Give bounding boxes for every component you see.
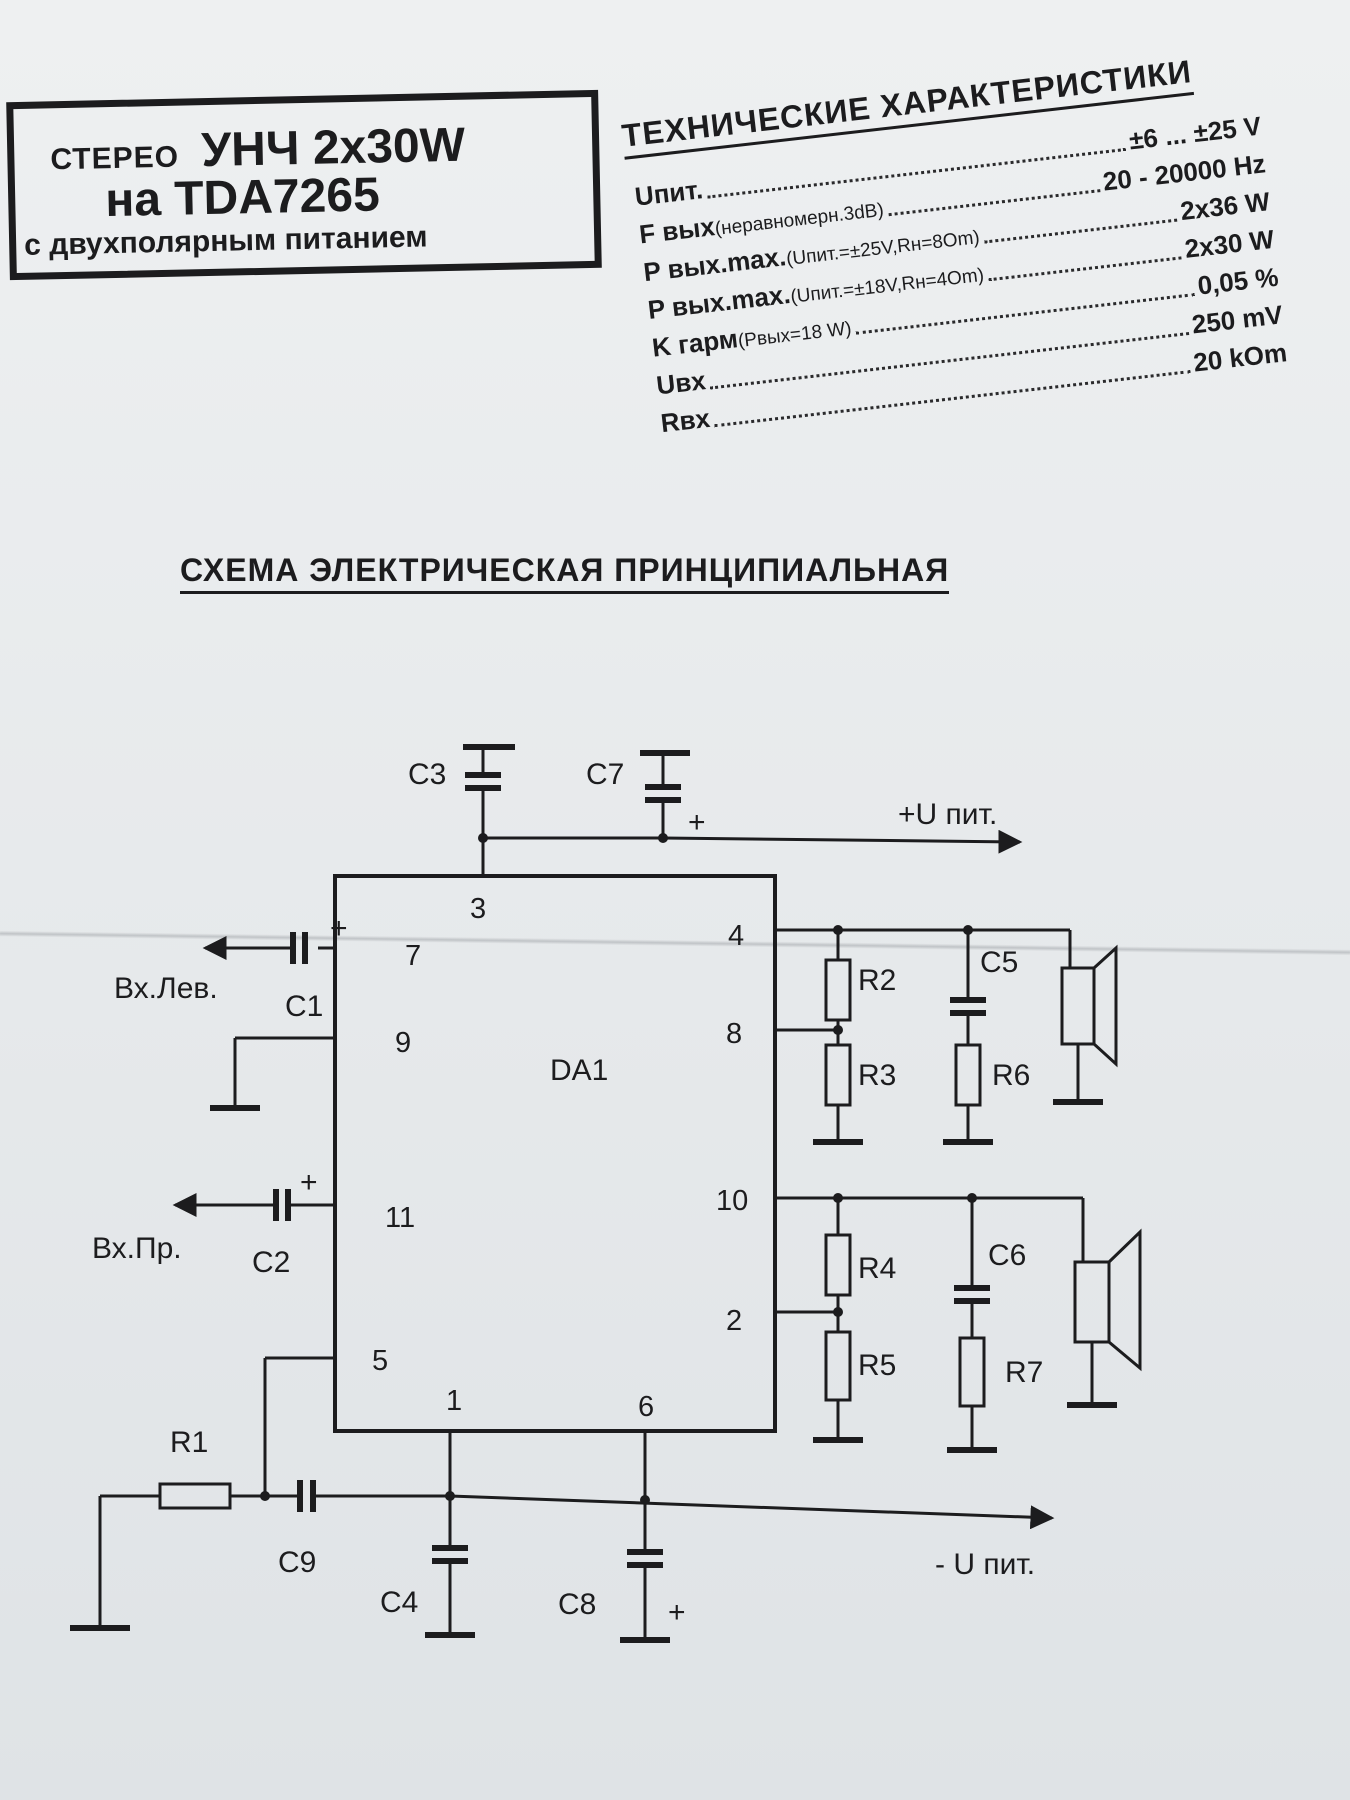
capacitor-c3 xyxy=(463,744,515,876)
schema-title: СХЕМА ЭЛЕКТРИЧЕСКАЯ ПРИНЦИПИАЛЬНАЯ xyxy=(180,552,950,594)
capacitor-c2-label: C2 xyxy=(252,1246,290,1279)
chip-da1-label: DA1 xyxy=(550,1054,608,1087)
output-left-network xyxy=(775,928,1070,1145)
vminus-label: - U пит. xyxy=(935,1548,1035,1581)
pin-6-label: 6 xyxy=(638,1391,654,1423)
resistor-r5-label: R5 xyxy=(858,1349,896,1382)
capacitor-c5-label: C5 xyxy=(980,946,1018,979)
capacitor-c6-label: C6 xyxy=(988,1239,1026,1272)
pin-11-label: 11 xyxy=(385,1202,415,1234)
capacitor-c1 xyxy=(202,932,335,964)
resistor-r6-label: R6 xyxy=(992,1059,1030,1092)
pin-8-label: 8 xyxy=(726,1018,742,1050)
capacitor-c8-plus: + xyxy=(668,1596,686,1629)
capacitor-c2 xyxy=(172,1189,335,1221)
capacitor-c1-label: C1 xyxy=(285,990,323,1023)
capacitor-c7-plus: + xyxy=(688,806,706,839)
capacitor-c8 xyxy=(620,1500,670,1643)
junction-dot xyxy=(833,1025,843,1035)
junction-dot xyxy=(833,1193,843,1203)
pin-7-label: 7 xyxy=(405,940,421,972)
capacitor-c2-plus: + xyxy=(300,1166,318,1199)
resistor-r3-label: R3 xyxy=(858,1059,896,1092)
pin-3-label: 3 xyxy=(470,893,486,925)
pin-10-label: 10 xyxy=(716,1185,748,1217)
resistor-r2-label: R2 xyxy=(858,964,896,997)
vminus-arrow xyxy=(449,1494,1055,1530)
input-left-label: Вх.Лев. xyxy=(114,972,218,1005)
input-right-label: Вх.Пр. xyxy=(92,1232,182,1265)
junction-dot xyxy=(833,925,843,935)
capacitor-c7-label: C7 xyxy=(586,758,624,791)
output-right-network xyxy=(775,1196,1083,1453)
pin-4-label: 4 xyxy=(728,920,744,952)
junction-dot xyxy=(967,1193,977,1203)
resistor-r7-label: R7 xyxy=(1005,1356,1043,1389)
speaker-left-icon xyxy=(1053,930,1118,1105)
capacitor-c9-label: C9 xyxy=(278,1546,316,1579)
resistor-r1 xyxy=(70,1356,335,1631)
speaker-right-icon xyxy=(1067,1198,1142,1408)
capacitor-c8-label: C8 xyxy=(558,1588,596,1621)
resistor-r1-label: R1 xyxy=(170,1426,208,1459)
ground-pin9 xyxy=(210,1036,335,1111)
pin-5-label: 5 xyxy=(372,1345,388,1377)
pin-2-label: 2 xyxy=(726,1305,742,1337)
vplus-arrow xyxy=(662,829,1023,854)
junction-dot xyxy=(833,1307,843,1317)
capacitor-c9 xyxy=(265,1480,450,1512)
resistor-r4-label: R4 xyxy=(858,1252,896,1285)
chip-da1-body xyxy=(333,874,777,1433)
junction-dot xyxy=(963,925,973,935)
capacitor-c4 xyxy=(425,1496,475,1638)
capacitor-c4-label: C4 xyxy=(380,1586,418,1619)
capacitor-c1-plus: + xyxy=(330,912,348,945)
vplus-label: +U пит. xyxy=(898,798,997,831)
pin-1-label: 1 xyxy=(446,1385,462,1417)
capacitor-c3-label: C3 xyxy=(408,758,446,791)
capacitor-c7 xyxy=(483,750,690,840)
pin-9-label: 9 xyxy=(395,1027,411,1059)
